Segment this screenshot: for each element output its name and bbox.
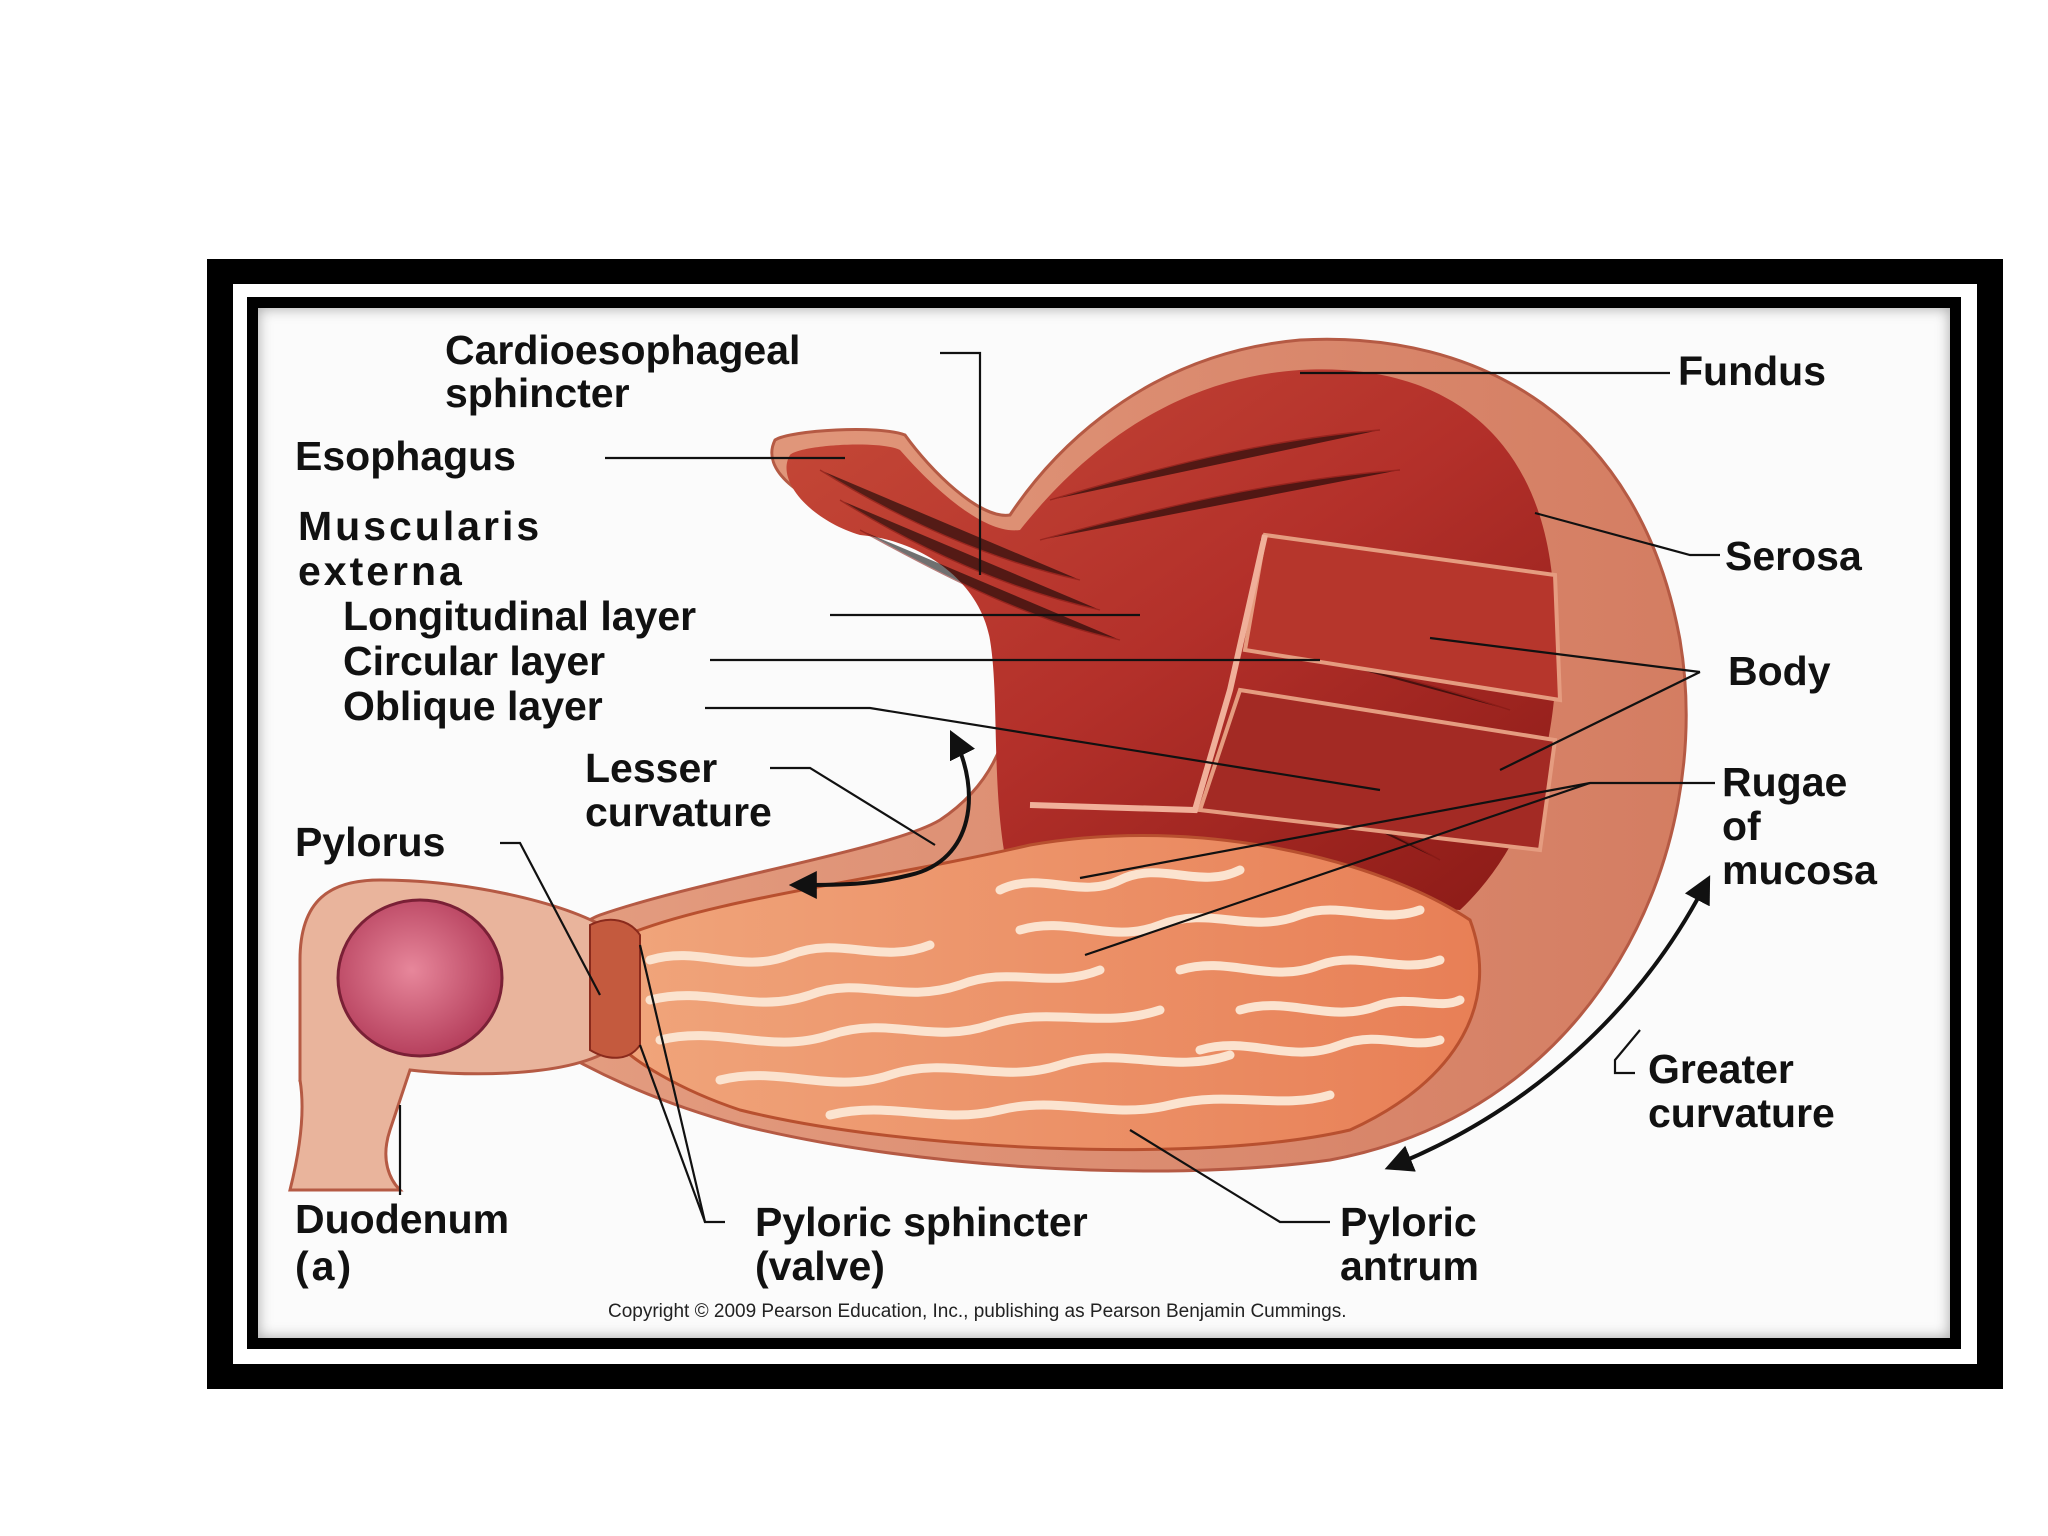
label-greater-curvature-2: curvature xyxy=(1648,1090,1835,1136)
label-esophagus: Esophagus xyxy=(295,433,516,479)
label-longitudinal-layer: Longitudinal layer xyxy=(343,593,696,639)
label-duodenum: Duodenum xyxy=(295,1196,509,1242)
leader-cardioesophageal xyxy=(940,351,982,575)
leader-pyloric-antrum xyxy=(1129,1129,1330,1224)
label-muscularis-1: Muscularis xyxy=(298,503,542,549)
stomach-illustration xyxy=(288,337,1688,1192)
label-fundus: Fundus xyxy=(1678,348,1826,394)
oblique-layer-band xyxy=(1197,687,1558,853)
lesser-curvature-arrow xyxy=(788,729,976,899)
circular-layer-band xyxy=(1242,532,1563,703)
leader-serosa xyxy=(1534,511,1720,557)
label-rugae-1: Rugae xyxy=(1722,759,1847,805)
label-serosa: Serosa xyxy=(1725,533,1863,579)
label-cardioesophageal-2: sphincter xyxy=(445,370,630,416)
label-pyloric-sphincter-1: Pyloric sphincter xyxy=(755,1199,1088,1245)
leader-lines xyxy=(398,351,1720,1224)
muscle-cut-edge xyxy=(1029,534,1268,814)
leader-rugae-2 xyxy=(1084,781,1591,957)
label-pyloric-sphincter-2: (valve) xyxy=(755,1243,885,1289)
label-body: Body xyxy=(1728,648,1831,694)
label-circular-layer: Circular layer xyxy=(343,638,605,684)
rugae-folds xyxy=(645,865,1465,1120)
leader-body xyxy=(1429,636,1701,674)
label-pyloric-antrum-1: Pyloric xyxy=(1340,1199,1477,1245)
label-pyloric-antrum-2: antrum xyxy=(1340,1243,1479,1289)
label-rugae-3: mucosa xyxy=(1722,847,1878,893)
labels: Cardioesophageal sphincter Esophagus Mus… xyxy=(295,327,1878,1322)
leader-oblique xyxy=(705,706,1381,792)
leader-body-2 xyxy=(1499,671,1701,771)
label-pylorus: Pylorus xyxy=(295,819,445,865)
label-lesser-curvature-1: Lesser xyxy=(585,745,717,791)
label-panel-letter: (a) xyxy=(295,1243,354,1289)
label-rugae-2: of xyxy=(1722,803,1761,849)
label-cardioesophageal-1: Cardioesophageal xyxy=(445,327,800,373)
label-muscularis-2: externa xyxy=(298,548,465,594)
copyright-notice: Copyright © 2009 Pearson Education, Inc.… xyxy=(608,1301,1347,1322)
label-oblique-layer: Oblique layer xyxy=(343,683,603,729)
label-greater-curvature-1: Greater xyxy=(1648,1046,1794,1092)
leader-pyloric-sphincter-2 xyxy=(638,1044,707,1223)
leader-greater-curvature xyxy=(1613,1029,1641,1075)
greater-curvature-arrow xyxy=(1384,875,1711,1172)
duodenum-lumen xyxy=(336,898,504,1058)
label-lesser-curvature-2: curvature xyxy=(585,789,772,835)
leader-pylorus xyxy=(500,841,601,996)
